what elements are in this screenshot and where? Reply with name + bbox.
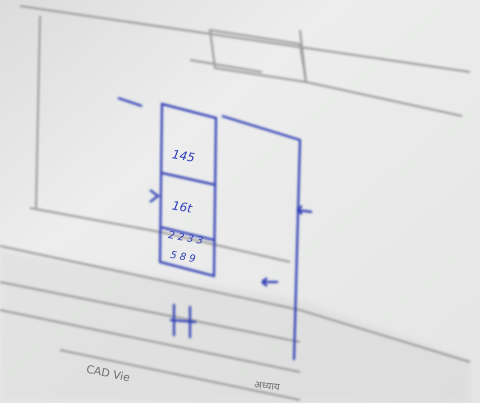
label-pointer-line <box>117 96 143 108</box>
vertical-bracket <box>221 114 302 361</box>
shadow-band <box>0 250 470 403</box>
box-1-value: 145 <box>170 147 196 165</box>
box-2-value: 16t <box>170 198 194 216</box>
lower-rule <box>0 245 471 363</box>
arrow-right-head <box>296 205 303 215</box>
printed-frame <box>0 5 471 401</box>
box-divider-2 <box>159 225 215 242</box>
footer-rule-1 <box>0 281 301 343</box>
left-border-line <box>35 15 41 209</box>
arrow-right-stem <box>296 208 313 214</box>
box-divider-1 <box>161 171 217 187</box>
box-outline <box>158 102 218 278</box>
top-border-line <box>19 5 471 73</box>
stem-marks <box>169 304 197 338</box>
footer-rule-2 <box>0 309 301 373</box>
handwritten-diagram <box>117 96 313 361</box>
arrow-base-head <box>261 277 268 287</box>
header-underline <box>189 59 263 73</box>
footer-rule-3 <box>59 349 301 401</box>
header-label-box <box>208 28 308 84</box>
left-arrow-mark <box>149 189 160 203</box>
